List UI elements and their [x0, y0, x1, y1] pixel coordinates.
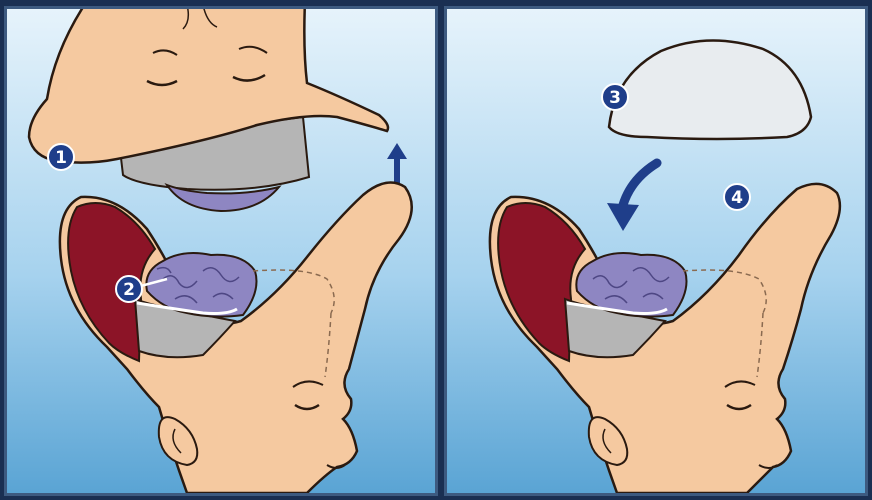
- left-panel-drawing: 1: [7, 9, 435, 493]
- step-4-badge: 4: [724, 184, 750, 210]
- right-panel: 3: [444, 6, 868, 496]
- step-2-label: 2: [123, 280, 135, 300]
- step-1-label: 1: [55, 148, 67, 168]
- left-panel: 1: [4, 6, 438, 496]
- right-panel-drawing: 3: [447, 9, 865, 493]
- step-1-badge: 1: [48, 144, 74, 170]
- step-3-badge: 3: [602, 84, 628, 110]
- step-3-label: 3: [609, 88, 621, 108]
- step-4-label: 4: [731, 188, 743, 208]
